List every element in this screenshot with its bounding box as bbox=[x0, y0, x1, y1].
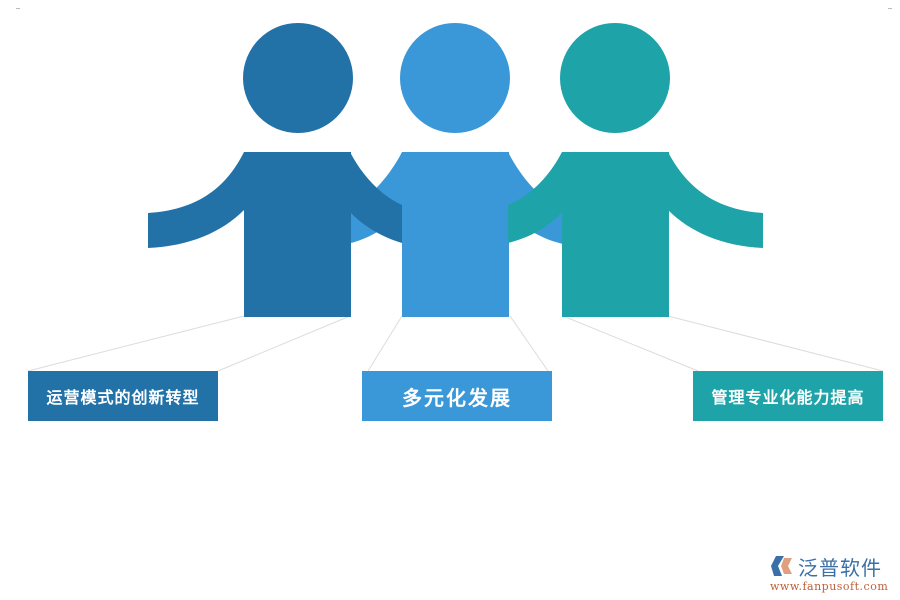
corner-mark-right bbox=[888, 8, 892, 9]
head-right bbox=[560, 23, 670, 133]
figure-right bbox=[508, 23, 763, 317]
torso-right bbox=[562, 152, 669, 317]
torso-left bbox=[244, 152, 351, 317]
brand-url: www.fanpusoft.com bbox=[770, 580, 889, 593]
fanpu-logo-icon bbox=[771, 556, 792, 576]
brand-name: 泛普软件 bbox=[798, 556, 882, 580]
watermark-logo: 泛普软件 www.fanpusoft.com bbox=[768, 552, 896, 596]
head-center bbox=[400, 23, 510, 133]
label-operation-innovation: 运营模式的创新转型 bbox=[28, 371, 218, 421]
corner-mark-left bbox=[16, 8, 20, 9]
head-left bbox=[243, 23, 353, 133]
torso-center bbox=[402, 152, 509, 317]
connector-lines bbox=[27, 315, 884, 372]
figure-left bbox=[148, 23, 402, 317]
figure-center bbox=[342, 23, 568, 317]
label-diversified-development: 多元化发展 bbox=[362, 371, 552, 421]
label-management-professionalization: 管理专业化能力提高 bbox=[693, 371, 883, 421]
